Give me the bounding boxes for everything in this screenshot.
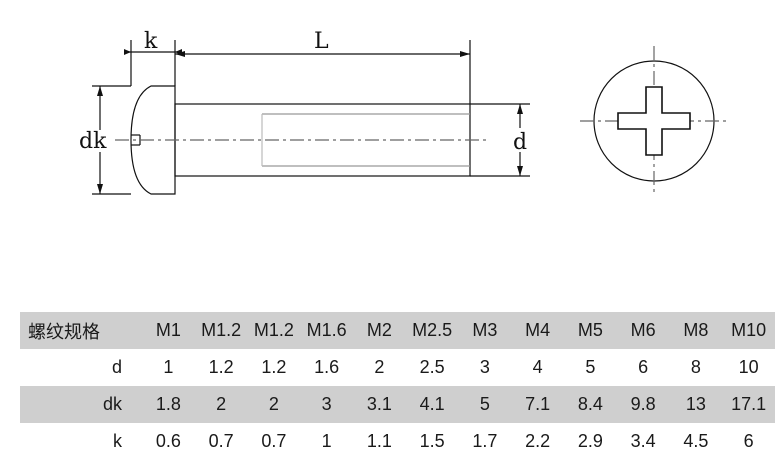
table-cell: 2.9 bbox=[577, 431, 603, 451]
size-header-cell: M1.2 bbox=[253, 320, 294, 340]
dk-label: dk bbox=[79, 129, 107, 154]
screw-head bbox=[130, 85, 176, 195]
table-cell: 0.7 bbox=[208, 431, 234, 451]
table-cell: 2 bbox=[374, 357, 385, 377]
table-row-d: d 1 1.2 1.2 1.6 2 2.5 3 4 5 6 8 10 bbox=[20, 349, 775, 386]
table-row-k: k 0.6 0.7 0.7 1 1.1 1.5 1.7 2.2 2.9 3.4 … bbox=[20, 423, 775, 460]
d-arrow-top bbox=[517, 104, 523, 114]
d-label: d bbox=[513, 130, 527, 155]
table-cell: 5 bbox=[479, 394, 490, 414]
table-cell: 8.4 bbox=[577, 394, 603, 414]
d-arrow-bottom bbox=[517, 166, 523, 176]
screw-dimension-drawing: k L dk d bbox=[79, 29, 728, 196]
phillips-cross-recess bbox=[617, 86, 691, 156]
table-header-row: 螺纹规格 M1 M1.2 M1.2 M1.6 M2 M2.5 M3 M4 M5 … bbox=[20, 312, 775, 349]
size-header-cell: M8 bbox=[683, 320, 709, 340]
table-cell: 1.6 bbox=[314, 357, 340, 377]
dk-arrow-bottom bbox=[97, 184, 103, 194]
table-cell: 6 bbox=[638, 357, 649, 377]
row-label: k bbox=[113, 431, 122, 451]
table-cell: 6 bbox=[743, 431, 754, 451]
table-cell: 17.1 bbox=[731, 394, 767, 414]
table-cell: 2 bbox=[216, 394, 227, 414]
table-cell: 8 bbox=[690, 357, 701, 377]
table-cell: 4.5 bbox=[683, 431, 709, 451]
row-label: dk bbox=[102, 394, 122, 414]
size-header-cell: M4 bbox=[525, 320, 551, 340]
size-header-cell: M2.5 bbox=[412, 320, 453, 340]
table-cell: 1.8 bbox=[155, 394, 181, 414]
table-cell: 1 bbox=[321, 431, 332, 451]
table-cell: 2 bbox=[268, 394, 279, 414]
table-cell: 1.2 bbox=[208, 357, 234, 377]
size-header-cell: M2 bbox=[366, 320, 392, 340]
table-cell: 1.7 bbox=[472, 431, 498, 451]
table-cell: 2.5 bbox=[419, 357, 445, 377]
size-header-cell: M6 bbox=[630, 320, 656, 340]
table-cell: 3.1 bbox=[366, 394, 392, 414]
dk-arrow-top bbox=[97, 86, 103, 96]
size-header-cell: M10 bbox=[731, 320, 767, 340]
thread-spec-header: 螺纹规格 bbox=[28, 321, 100, 342]
table-cell: 3.4 bbox=[630, 431, 656, 451]
L-arrow-right bbox=[460, 51, 470, 57]
screw-spec-table: 螺纹规格 M1 M1.2 M1.2 M1.6 M2 M2.5 M3 M4 M5 … bbox=[20, 312, 775, 460]
size-header-cell: M1 bbox=[155, 320, 181, 340]
table-cell: 7.1 bbox=[525, 394, 551, 414]
table-cell: 3 bbox=[479, 357, 490, 377]
table-cell: 10 bbox=[738, 357, 759, 377]
row-label: d bbox=[111, 357, 122, 377]
L-label: L bbox=[314, 29, 329, 54]
table-cell: 0.7 bbox=[261, 431, 287, 451]
size-header-cell: M3 bbox=[472, 320, 498, 340]
table-cell: 5 bbox=[585, 357, 596, 377]
table-row-dk: dk 1.8 2 2 3 3.1 4.1 5 7.1 8.4 9.8 13 17… bbox=[20, 386, 775, 423]
L-arrow-left bbox=[175, 51, 185, 57]
k-arrow-left bbox=[124, 49, 131, 55]
table-cell: 2.2 bbox=[525, 431, 551, 451]
table-cell: 1.5 bbox=[419, 431, 445, 451]
table-cell: 3 bbox=[321, 394, 332, 414]
table-cell: 13 bbox=[685, 394, 706, 414]
k-label: k bbox=[144, 29, 158, 54]
table-cell: 4.1 bbox=[419, 394, 445, 414]
size-header-cell: M1.6 bbox=[306, 320, 347, 340]
table-cell: 0.6 bbox=[155, 431, 181, 451]
table-cell: 9.8 bbox=[630, 394, 656, 414]
size-header-cell: M5 bbox=[577, 320, 603, 340]
table-cell: 1.1 bbox=[366, 431, 392, 451]
size-header-cell: M1.2 bbox=[201, 320, 242, 340]
table-cell: 1.2 bbox=[261, 357, 287, 377]
table-cell: 4 bbox=[532, 357, 543, 377]
table-cell: 1 bbox=[163, 357, 174, 377]
